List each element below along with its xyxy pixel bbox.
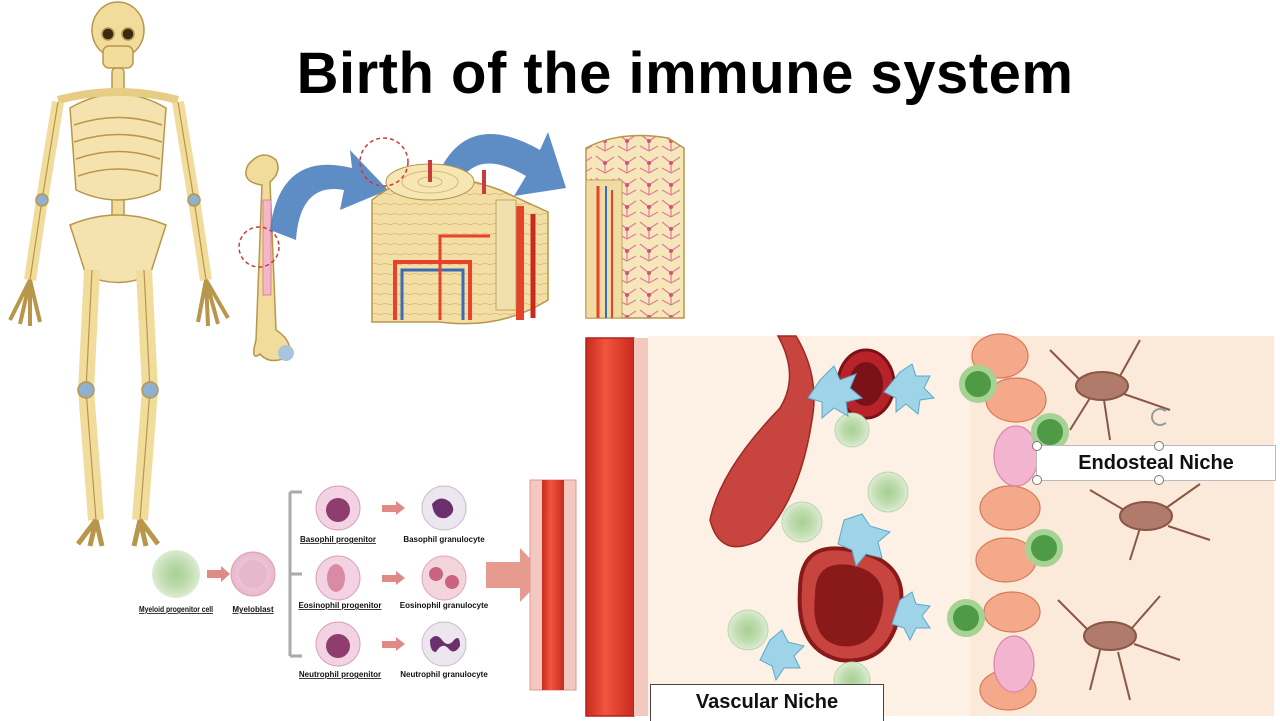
femur-bone-icon: [238, 154, 294, 362]
rotate-handle-icon[interactable]: [1151, 408, 1169, 426]
skeleton-icon: [8, 1, 230, 547]
resize-handle[interactable]: [1032, 475, 1042, 485]
label-eosinophil-granulocyte: Eosinophil granulocyte: [400, 601, 489, 610]
vascular-niche-label: Vascular Niche: [650, 684, 884, 721]
bone-cross-section-icon: [359, 137, 549, 325]
label-neutrophil-progenitor: Neutrophil progenitor: [299, 670, 381, 679]
eosinophil-granulocyte-icon: [421, 555, 467, 601]
blue-arrow-2: [440, 132, 566, 196]
label-myeloid-progenitor: Myeloid progenitor cell: [139, 605, 213, 614]
marrow-niche-panel: [585, 333, 1274, 717]
myeloid-progenitor-cell-icon: [152, 550, 200, 598]
label-eosinophil-progenitor: Eosinophil progenitor: [298, 601, 381, 610]
label-myeloblast: Myeloblast: [232, 605, 274, 614]
resize-handle[interactable]: [1154, 475, 1164, 485]
label-neutrophil-granulocyte: Neutrophil granulocyte: [400, 670, 488, 679]
granulopoiesis-diagram: [152, 479, 577, 691]
bone-marrow-detail-icon: [585, 134, 685, 319]
label-basophil-granulocyte: Basophil granulocyte: [403, 535, 485, 544]
page-title: Birth of the immune system: [296, 41, 1074, 106]
resize-handle[interactable]: [1154, 441, 1164, 451]
resize-handle[interactable]: [1032, 441, 1042, 451]
label-basophil-progenitor: Basophil progenitor: [300, 535, 376, 544]
blue-arrow-1: [270, 150, 388, 240]
